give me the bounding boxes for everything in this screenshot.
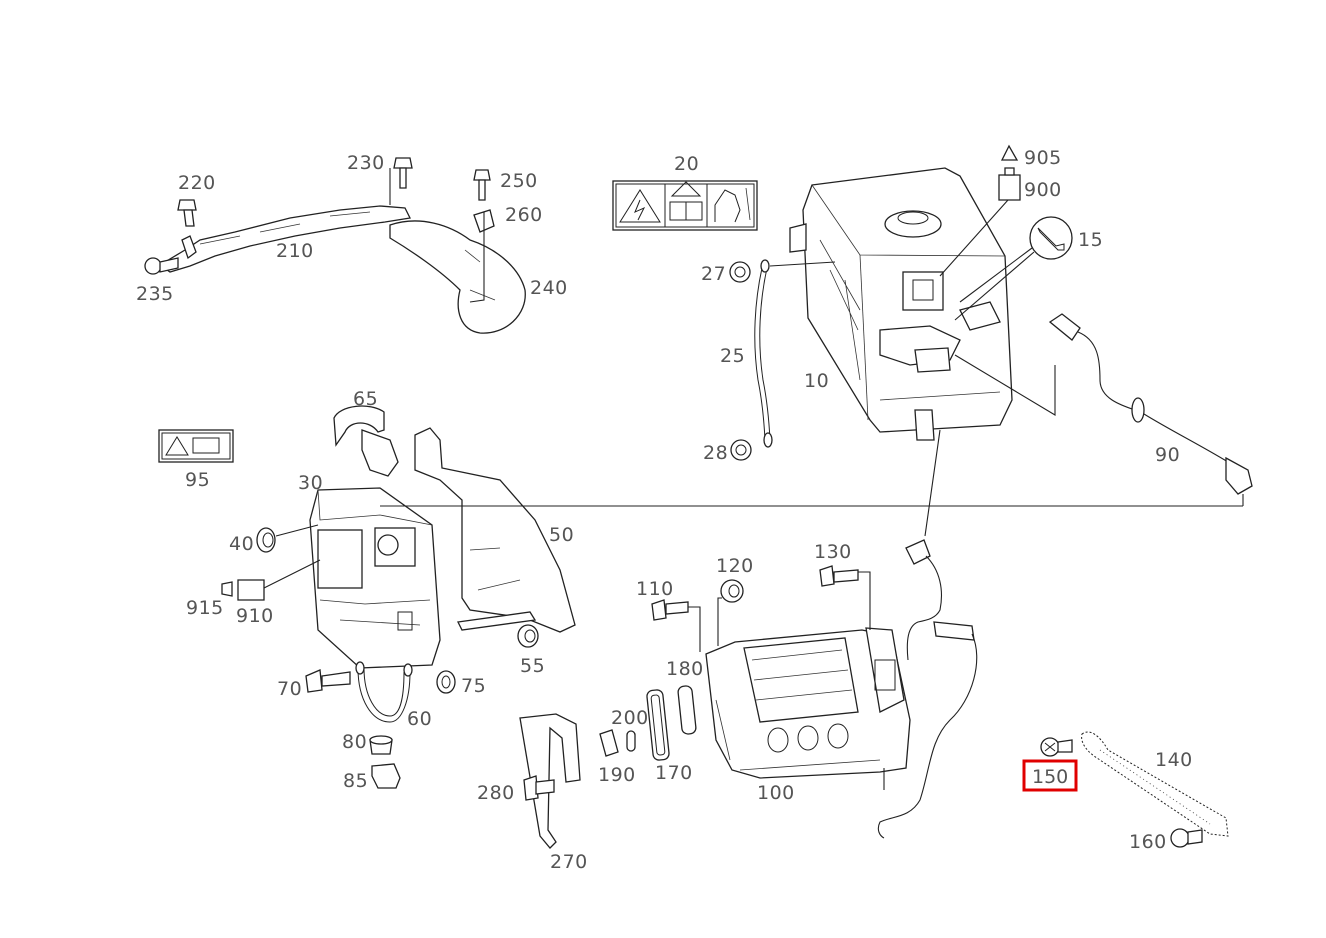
gasket-170[interactable] [646, 689, 670, 761]
bracket-140[interactable] [1081, 731, 1229, 837]
label-230[interactable]: 230 [347, 152, 385, 174]
label-90[interactable]: 90 [1155, 444, 1180, 466]
label-85[interactable]: 85 [343, 770, 368, 792]
label-95[interactable] [158, 429, 234, 463]
label-260[interactable]: 260 [505, 204, 543, 226]
label-80[interactable]: 80 [342, 731, 367, 753]
label-235[interactable]: 235 [136, 283, 174, 305]
bracket-assembly-210[interactable] [144, 157, 526, 334]
label-170[interactable]: 170 [655, 762, 693, 784]
clip-65[interactable] [333, 405, 399, 477]
label-25[interactable]: 25 [720, 345, 745, 367]
module-30[interactable] [309, 487, 441, 669]
seal-200[interactable] [626, 730, 636, 752]
label-55[interactable]: 55 [520, 655, 545, 677]
bolt-70[interactable] [305, 669, 351, 693]
label-120[interactable]: 120 [716, 555, 754, 577]
label-40[interactable]: 40 [229, 533, 254, 555]
bolt-280[interactable] [523, 775, 555, 801]
label-140[interactable]: 140 [1155, 749, 1193, 771]
label-70[interactable]: 70 [277, 678, 302, 700]
clamp-85[interactable] [371, 763, 401, 789]
label-220[interactable]: 220 [178, 172, 216, 194]
nut-75[interactable] [436, 670, 456, 694]
label-150[interactable]: 150 [1032, 766, 1068, 788]
label-95[interactable]: 95 [185, 469, 210, 491]
label-15[interactable]: 15 [1078, 229, 1103, 251]
label-100[interactable]: 100 [757, 782, 795, 804]
label-130[interactable]: 130 [814, 541, 852, 563]
warning-label-20[interactable] [612, 180, 758, 231]
label-180[interactable]: 180 [666, 658, 704, 680]
strap-25[interactable] [754, 259, 836, 448]
label-210[interactable]: 210 [276, 240, 314, 262]
connector-910-915[interactable] [221, 559, 321, 601]
cable-60[interactable] [355, 661, 413, 723]
label-60[interactable]: 60 [407, 708, 432, 730]
label-75[interactable]: 75 [461, 675, 486, 697]
gasket-180[interactable] [677, 685, 697, 735]
nut-28[interactable] [730, 439, 752, 461]
label-905[interactable]: 905 [1024, 147, 1062, 169]
bolt-160[interactable] [1170, 828, 1203, 848]
selected-part-highlight [1022, 759, 1078, 792]
label-110[interactable]: 110 [636, 578, 674, 600]
nut-27[interactable] [729, 261, 751, 283]
grommet-80[interactable] [369, 735, 393, 755]
bracket-50[interactable] [380, 427, 1244, 633]
label-910[interactable]: 910 [236, 605, 274, 627]
label-30[interactable]: 30 [298, 472, 323, 494]
harness-100[interactable] [877, 429, 978, 839]
label-10[interactable]: 10 [804, 370, 829, 392]
nut-120[interactable] [717, 579, 744, 646]
label-915[interactable]: 915 [186, 597, 224, 619]
sensor-cable-90[interactable] [954, 313, 1253, 495]
bolt-130[interactable] [819, 565, 871, 630]
label-270[interactable]: 270 [550, 851, 588, 873]
control-unit-100[interactable] [705, 627, 911, 790]
label-280[interactable]: 280 [477, 782, 515, 804]
grommet-40[interactable] [256, 524, 319, 553]
bolt-150[interactable] [1040, 737, 1073, 757]
part-900-905[interactable] [939, 144, 1021, 277]
label-20[interactable]: 20 [674, 153, 699, 175]
label-50[interactable]: 50 [549, 524, 574, 546]
label-160[interactable]: 160 [1129, 831, 1167, 853]
label-200[interactable]: 200 [611, 707, 649, 729]
reservoir-10[interactable] [789, 167, 1013, 441]
label-65[interactable]: 65 [353, 388, 378, 410]
label-27[interactable]: 27 [701, 263, 726, 285]
labels: 220 230 250 260 210 240 235 20 905 900 1… [136, 147, 1193, 873]
label-240[interactable]: 240 [530, 277, 568, 299]
nut-55[interactable] [517, 624, 539, 648]
bolt-110[interactable] [651, 599, 701, 652]
bracket-270[interactable] [519, 713, 581, 849]
label-28[interactable]: 28 [703, 442, 728, 464]
part-190[interactable] [599, 729, 619, 757]
label-190[interactable]: 190 [598, 764, 636, 786]
filler-cap-15[interactable] [954, 216, 1073, 321]
label-250[interactable]: 250 [500, 170, 538, 192]
label-900[interactable]: 900 [1024, 179, 1062, 201]
